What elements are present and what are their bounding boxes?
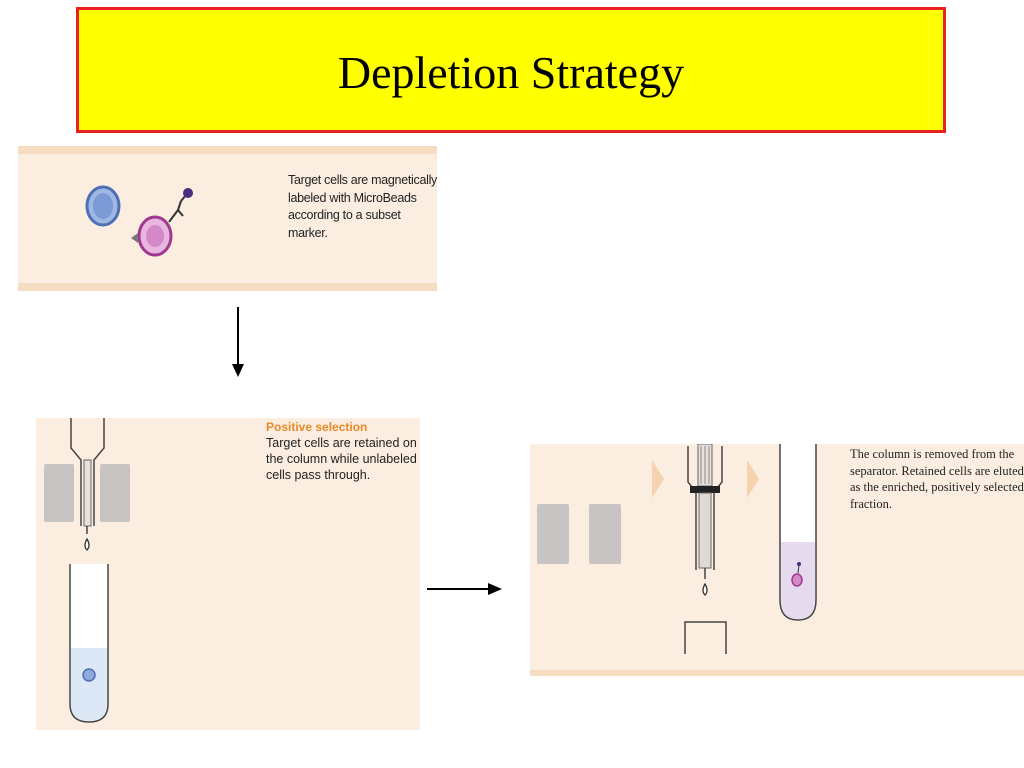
magnet-left-icon xyxy=(537,504,569,564)
column-with-plunger-icon xyxy=(687,444,723,579)
panel-bottom-band xyxy=(530,670,1024,676)
labeling-illustration xyxy=(18,146,437,291)
collection-tube-icon xyxy=(69,564,109,723)
elution-panel: The column is removed from the separator… xyxy=(530,444,1024,676)
magnet-right-icon xyxy=(589,504,621,564)
unlabeled-cell-icon xyxy=(82,668,96,682)
column-icon xyxy=(70,418,105,534)
title-banner: Depletion Strategy xyxy=(76,7,946,133)
receiving-tube-icon xyxy=(684,621,727,654)
enriched-fraction-tube-icon xyxy=(779,444,817,621)
step-chevron-icon xyxy=(747,460,759,498)
page-title: Depletion Strategy xyxy=(337,47,685,98)
drop-icon xyxy=(702,582,708,596)
step-chevron-icon xyxy=(652,460,664,498)
positive-selection-description: Target cells are retained on the column … xyxy=(266,436,417,482)
magnet-right-icon xyxy=(100,464,130,522)
panel-bottom-band xyxy=(18,283,437,291)
panel-top-band xyxy=(18,146,437,154)
positive-selection-panel: Positive selection Target cells are reta… xyxy=(36,418,420,730)
unlabeled-cell-icon xyxy=(85,185,121,227)
magnet-left-icon xyxy=(44,464,74,522)
microbead-icon xyxy=(183,188,193,198)
drop-icon xyxy=(84,537,90,551)
positive-selection-heading: Positive selection xyxy=(266,420,368,434)
positive-selection-illustration xyxy=(44,418,130,723)
labeled-cell-icon xyxy=(131,188,193,257)
elution-illustration xyxy=(530,444,1024,676)
labeling-panel: Target cells are magnetically labeled wi… xyxy=(18,146,437,291)
elution-description: The column is removed from the separator… xyxy=(850,447,1024,511)
labeled-cell-icon xyxy=(791,573,803,587)
labeling-description: Target cells are magnetically labeled wi… xyxy=(288,173,437,240)
